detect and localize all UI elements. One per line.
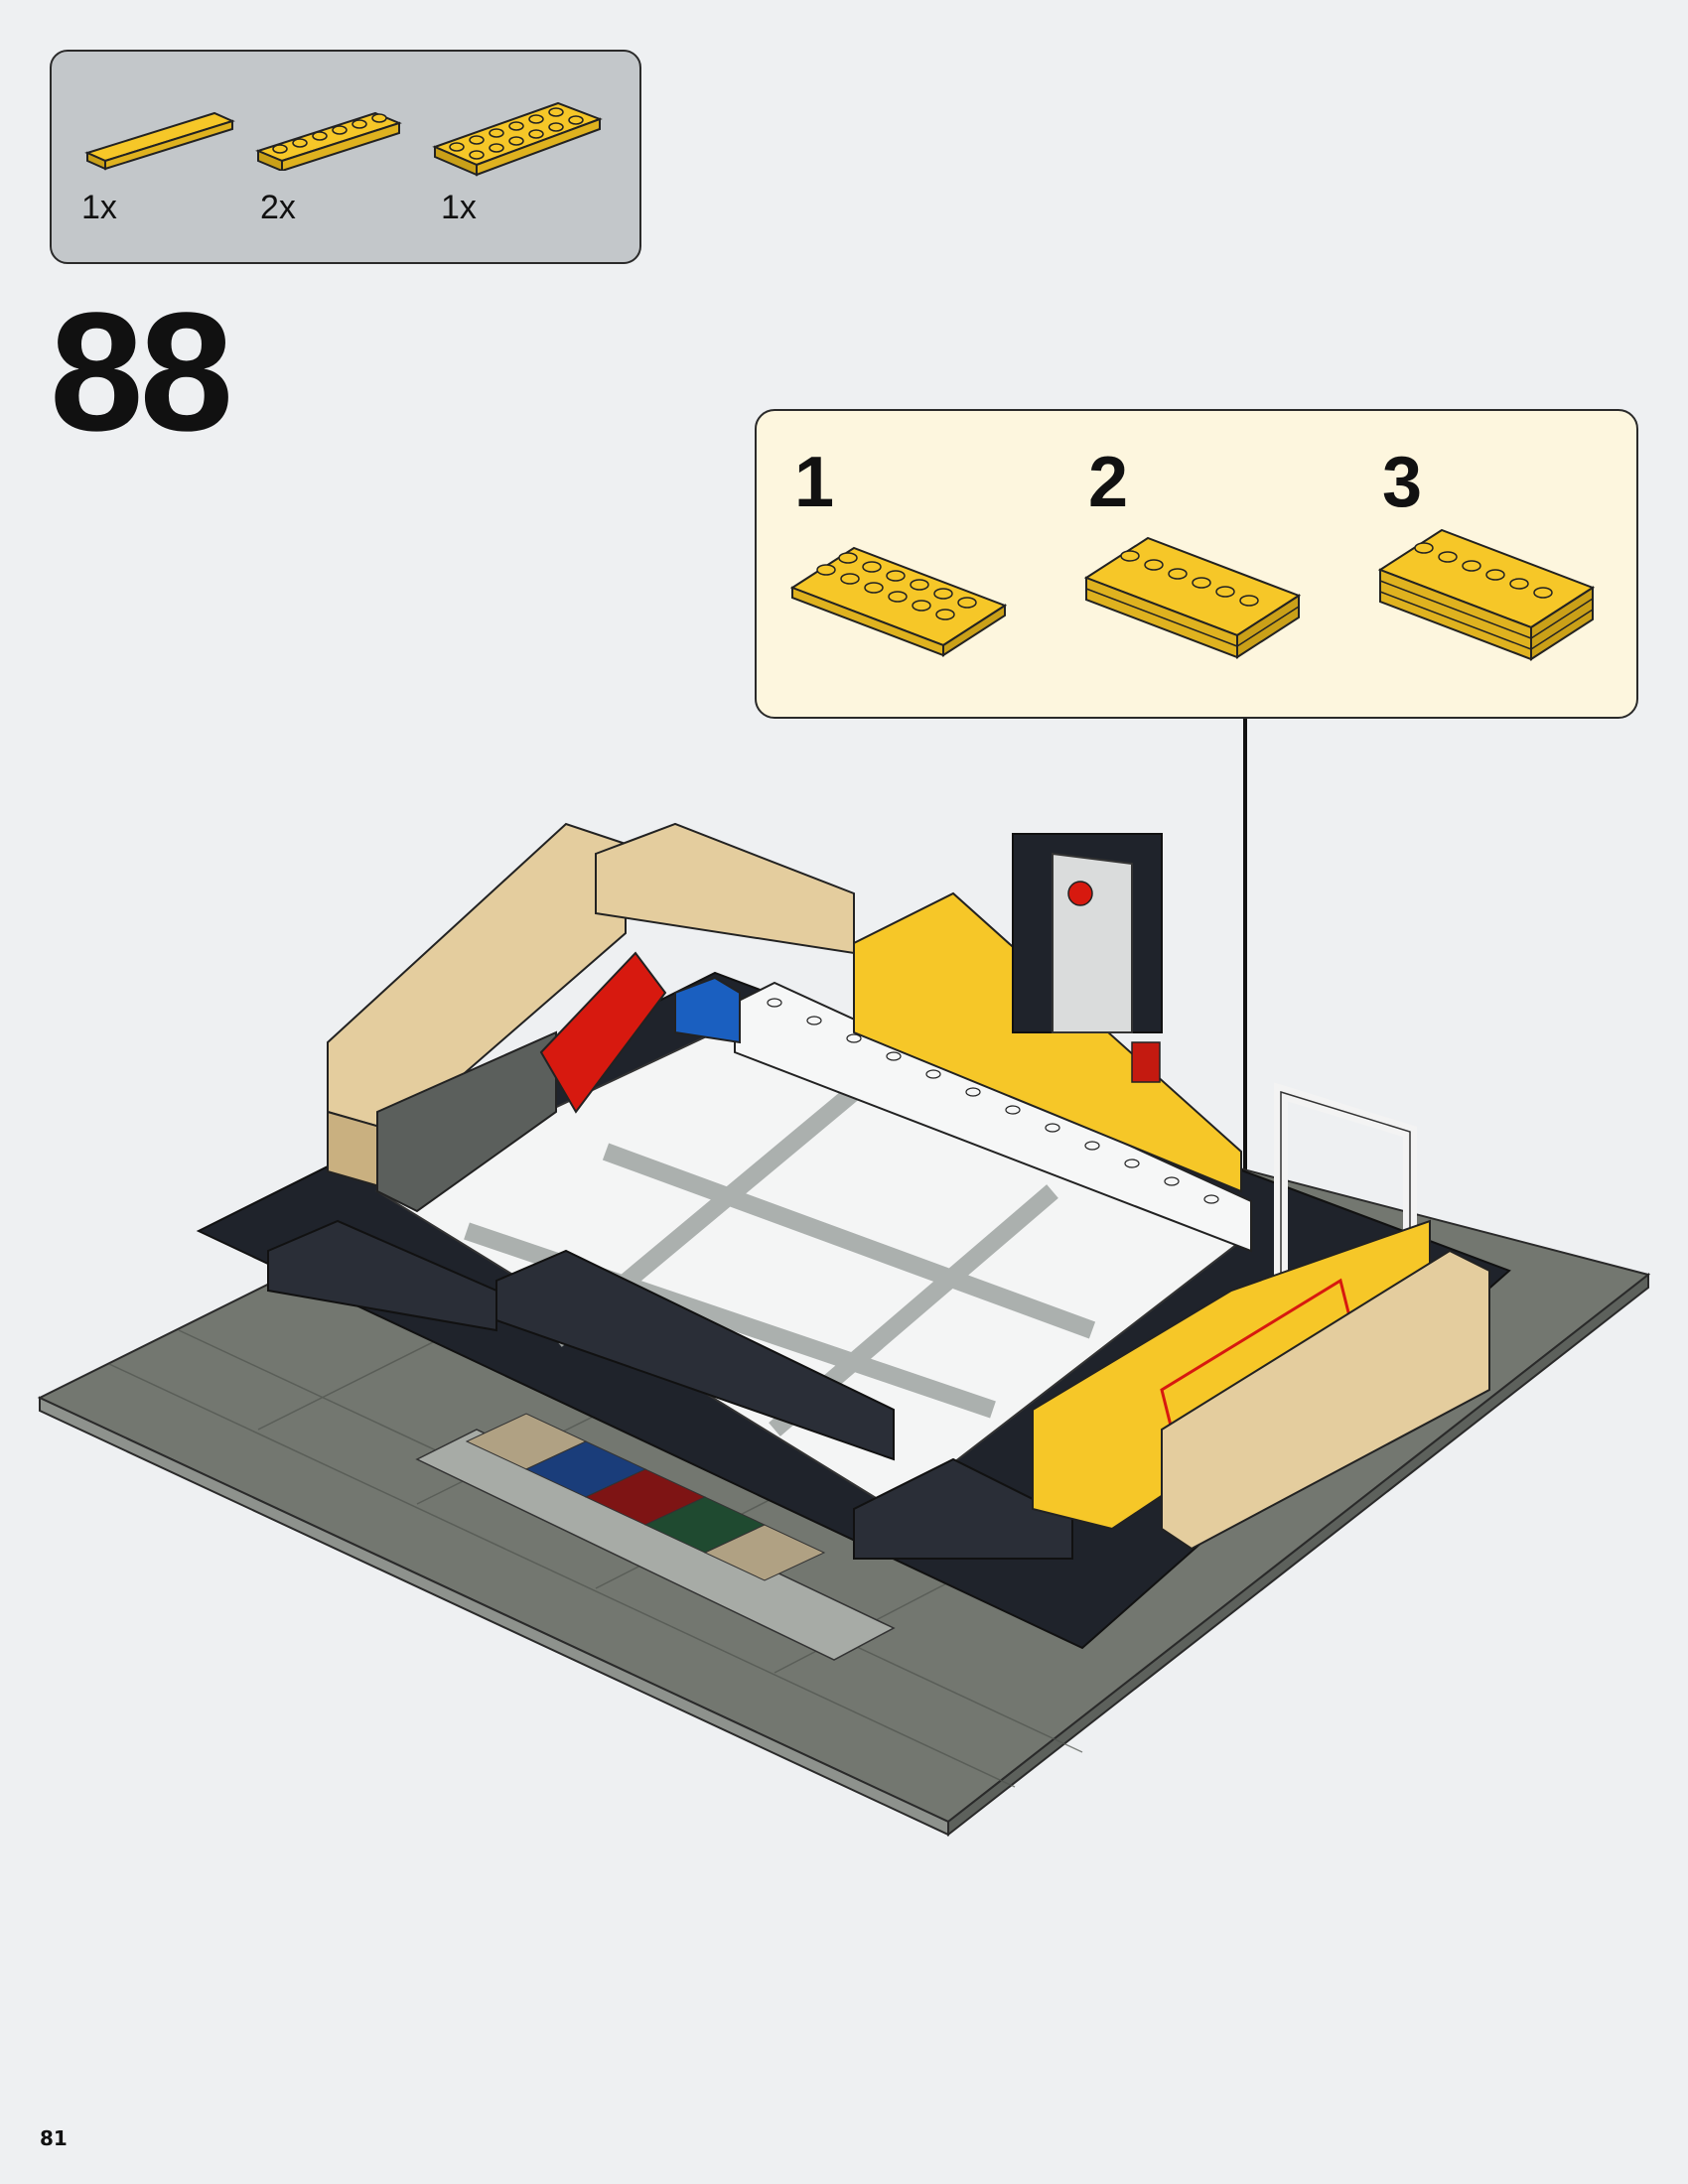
yellow-plate-2x6-icon	[789, 546, 1008, 657]
substep-number: 1	[794, 443, 835, 522]
page-number: 81	[40, 2126, 68, 2150]
substep-number: 2	[1088, 443, 1129, 522]
substeps-callout: 1 2 3	[755, 409, 1638, 719]
step-number: 88	[50, 278, 233, 467]
parts-list-box: 1x 2x 1x	[50, 50, 641, 264]
yellow-tile-1x6-icon	[84, 111, 235, 171]
part-quantity: 2x	[260, 189, 296, 226]
part-quantity: 1x	[441, 189, 477, 226]
yellow-plate-2x6-icon	[432, 101, 603, 177]
part-quantity: 1x	[81, 189, 117, 226]
substep-number: 3	[1382, 443, 1423, 522]
yellow-plate-1x6-icon	[255, 111, 402, 171]
stacked-plates-with-tile-icon	[1377, 528, 1596, 661]
stacked-plates-icon	[1083, 536, 1302, 659]
